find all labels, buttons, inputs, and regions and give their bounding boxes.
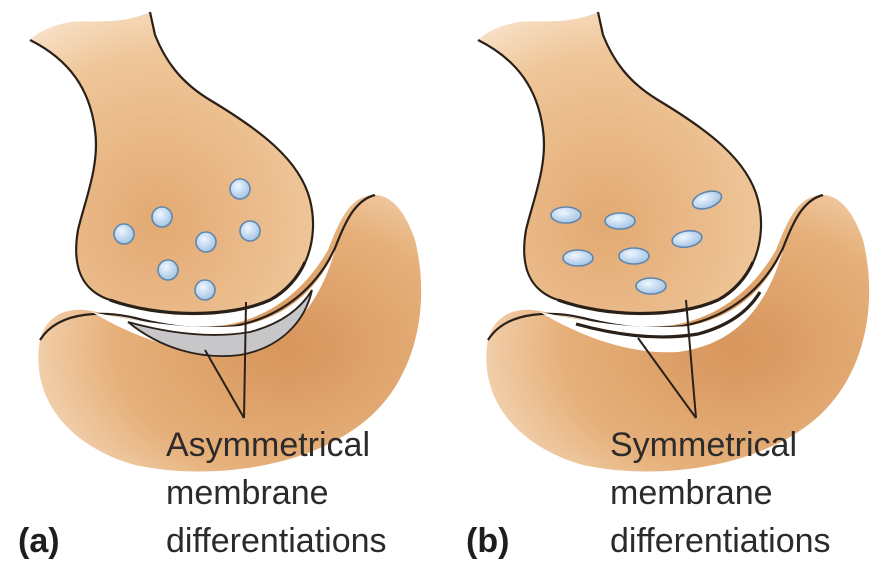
label-a-line-3: differentiations [166, 518, 387, 564]
vesicle [152, 207, 172, 227]
vesicle [605, 213, 635, 229]
panel-b [478, 12, 869, 472]
vesicle [619, 248, 649, 264]
vesicle [240, 221, 260, 241]
label-b-line-2: membrane [610, 470, 773, 516]
label-b-line-1: Symmetrical [610, 422, 797, 468]
vesicle [230, 179, 250, 199]
vesicle [158, 260, 178, 280]
vesicle [563, 250, 593, 266]
panel-a [30, 12, 421, 472]
vesicle [636, 278, 666, 294]
vesicle [551, 207, 581, 223]
panel-a-letter: (a) [18, 518, 60, 564]
vesicle [195, 280, 215, 300]
label-a-line-1: Asymmetrical [166, 422, 370, 468]
vesicle [114, 224, 134, 244]
vesicle [196, 232, 216, 252]
presynaptic-terminal-b [478, 12, 761, 314]
panel-b-letter: (b) [466, 518, 509, 564]
label-a-line-2: membrane [166, 470, 329, 516]
label-b-line-3: differentiations [610, 518, 831, 564]
